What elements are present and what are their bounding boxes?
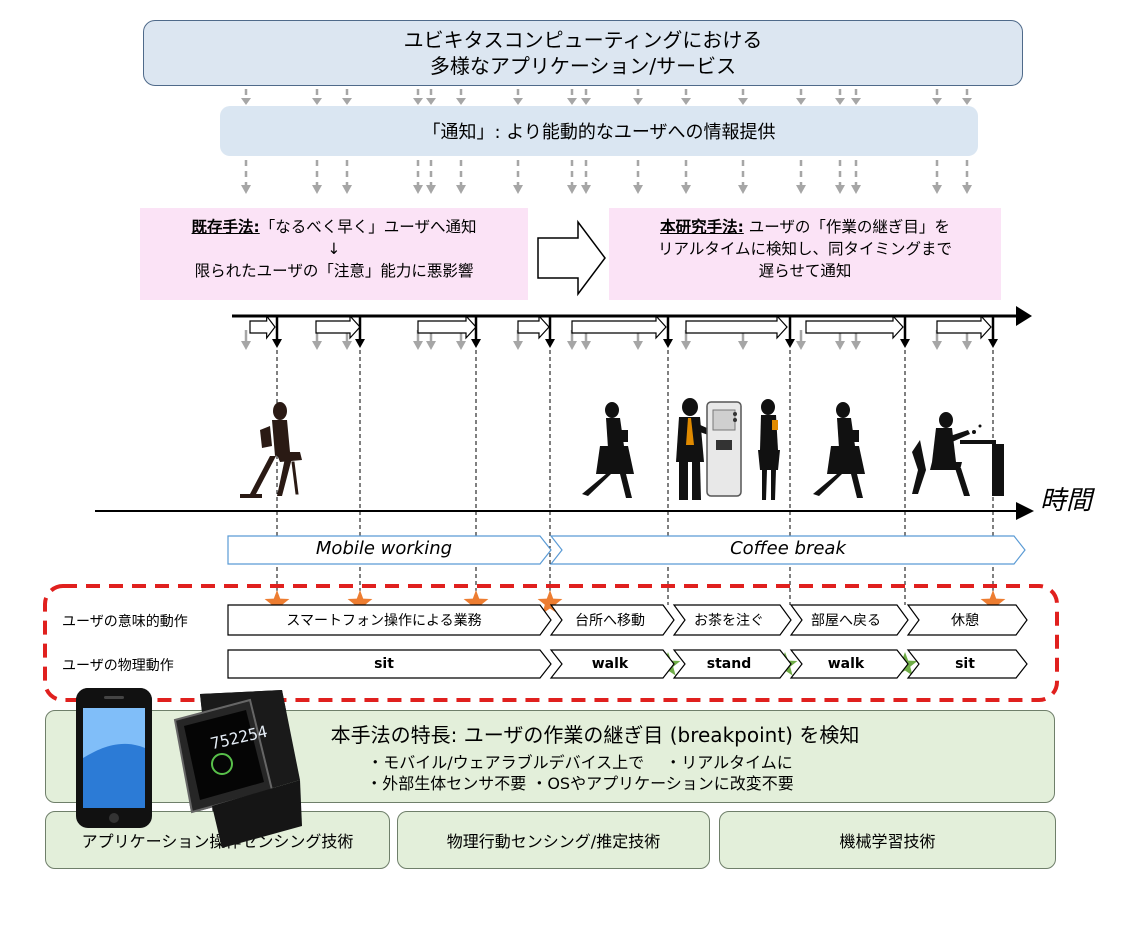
semantic-segment-3 <box>672 604 792 636</box>
proposed-method-line2: リアルタイムに検知し、同タイミングまで <box>657 240 953 258</box>
delay-arrow <box>805 314 904 340</box>
services-box: ユビキタスコンピューティングにおける 多様なアプリケーション/サービス <box>143 20 1023 86</box>
delay-arrow <box>517 314 550 340</box>
notification-arrows-middle <box>241 160 972 194</box>
semantic-segment-2 <box>549 604 675 636</box>
delay-arrow <box>571 314 667 340</box>
existing-method-line2: 限られたユーザの「注意」能力に悪影響 <box>194 262 474 280</box>
existing-method-line1: 「なるべく早く」ユーザへ通知 <box>259 218 477 236</box>
tech-box-app-sensing: アプリケーション操作センシング技術 <box>45 811 390 869</box>
notification-arrows-upper <box>241 89 972 105</box>
woman-walking-2 <box>813 402 865 498</box>
activity-region <box>43 584 1059 702</box>
tech-box-physical-sensing: 物理行動センシング/推定技術 <box>397 811 710 869</box>
tech-label-physical-sensing: 物理行動センシング/推定技術 <box>446 832 661 851</box>
woman-standing <box>758 399 780 500</box>
proposed-method-label: 本研究手法: <box>660 218 744 236</box>
person-sitting-reading <box>240 402 302 498</box>
proposed-method-line3: 遅らせて通知 <box>758 262 852 280</box>
orange-star <box>347 590 373 614</box>
services-line1: ユビキタスコンピューティングにおける <box>403 28 763 52</box>
physical-label-3: stand <box>706 656 752 672</box>
notification-box: 「通知」: より能動的なユーザへの情報提供 <box>220 106 978 156</box>
breakpoint-stars-notification <box>264 590 1006 614</box>
phase-coffee-break <box>549 535 1026 565</box>
physical-segment-1 <box>227 649 552 679</box>
phase-mobile-working <box>227 535 552 565</box>
existing-method-box: 既存手法:「なるべく早く」ユーザへ通知 ↓ 限られたユーザの「注意」能力に悪影響 <box>140 208 528 300</box>
breakpoint-arrows <box>272 316 998 348</box>
physical-segment-5 <box>906 649 1028 679</box>
orange-star <box>264 590 290 614</box>
semantic-label-2: 台所へ移動 <box>575 613 645 629</box>
physical-row-label: ユーザの物理動作 <box>62 658 174 674</box>
semantic-row-label: ユーザの意味的動作 <box>62 614 188 630</box>
phase-coffee-label: Coffee break <box>730 538 846 559</box>
delay-arrow <box>685 314 788 340</box>
semantic-segment-4 <box>789 604 909 636</box>
existing-method-label: 既存手法: <box>191 218 260 236</box>
semantic-label-4: 部屋へ戻る <box>811 613 881 629</box>
physical-segment-3 <box>672 649 792 679</box>
phase-mobile-label: Mobile working <box>315 538 453 559</box>
orange-star <box>463 590 489 614</box>
physical-label-5: sit <box>955 656 975 672</box>
proposed-method-line1: ユーザの「作業の継ぎ目」を <box>743 218 950 236</box>
semantic-label-5: 休憩 <box>951 613 979 629</box>
physical-label-2: walk <box>591 656 629 672</box>
notification-text: 「通知」: より能動的なユーザへの情報提供 <box>422 122 776 143</box>
feature-title: 本手法の特長: ユーザの作業の継ぎ目 (breakpoint) を検知 <box>330 723 860 747</box>
transition-arrow <box>537 219 606 297</box>
delay-arrows <box>249 314 992 340</box>
services-line2: 多様なアプリケーション/サービス <box>429 54 737 78</box>
delay-arrow <box>315 314 361 340</box>
semantic-segment-1 <box>227 604 552 636</box>
physical-label-4: walk <box>827 656 865 672</box>
tech-label-app-sensing: アプリケーション操作センシング技術 <box>81 832 354 851</box>
man-at-water-cooler <box>676 398 716 500</box>
woman-walking-1 <box>582 402 634 498</box>
existing-method-down-arrow: ↓ <box>327 240 341 258</box>
feature-line1: ・モバイル/ウェアラブルデバイス上で ・リアルタイムに <box>367 753 793 772</box>
feature-line2: ・外部生体センサ不要 ・OSやアプリケーションに改変不要 <box>366 774 794 793</box>
woman-sitting-coffee <box>912 412 1004 496</box>
feature-box: 本手法の特長: ユーザの作業の継ぎ目 (breakpoint) を検知 ・モバイ… <box>45 710 1055 803</box>
delay-arrow <box>417 314 477 340</box>
orange-star <box>980 590 1006 614</box>
tech-label-machine-learning: 機械学習技術 <box>839 832 936 851</box>
time-axis-label: 時間 <box>1040 486 1093 516</box>
delay-arrow <box>249 314 276 340</box>
tech-box-machine-learning: 機械学習技術 <box>719 811 1056 869</box>
physical-segment-2 <box>549 649 675 679</box>
water-cooler <box>706 401 742 497</box>
delay-arrow <box>936 314 992 340</box>
semantic-label-3: お茶を注ぐ <box>694 613 764 629</box>
proposed-method-box: 本研究手法: ユーザの「作業の継ぎ目」を リアルタイムに検知し、同タイミングまで… <box>609 208 1001 300</box>
physical-segment-4 <box>789 649 909 679</box>
orange-star <box>537 590 563 614</box>
semantic-label-1: スマートフォン操作による業務 <box>286 613 482 629</box>
physical-label-1: sit <box>374 656 394 672</box>
semantic-segment-5 <box>906 604 1028 636</box>
